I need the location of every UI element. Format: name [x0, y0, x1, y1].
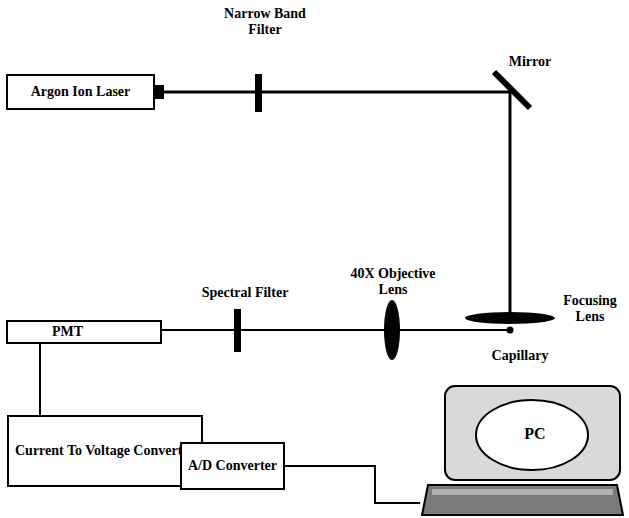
objective-lens [384, 300, 400, 360]
node-text: Current To Voltage Converter [15, 443, 195, 459]
base-trim [432, 489, 613, 495]
computer: PC [420, 385, 625, 516]
narrow-band-filter [255, 74, 262, 112]
signal-wire [285, 466, 420, 503]
computer-base [422, 485, 623, 515]
component-label: Narrow Band Filter [215, 6, 315, 38]
focusing-lens [465, 312, 555, 324]
node-text: PC [448, 425, 623, 443]
node-text: PMT [52, 324, 83, 340]
laser-box: Argon Ion Laser [6, 74, 155, 110]
converter-box: Current To Voltage Converter [7, 415, 203, 487]
pmt-box: PMT [6, 320, 162, 344]
mirror [494, 72, 530, 108]
computer-outline [420, 385, 625, 516]
adc-box: A/D Converter [180, 442, 285, 490]
capillary [507, 327, 514, 334]
laser-beam [163, 91, 512, 94]
component-label: 40X Objective Lens [345, 266, 441, 298]
node-text: A/D Converter [188, 458, 277, 474]
component-label: Spectral Filter [190, 285, 300, 301]
component-label: Mirror [500, 54, 560, 70]
component-label: Capillary [482, 348, 558, 364]
signal-wire [39, 344, 41, 415]
emission-path [162, 329, 510, 331]
spectral-filter [234, 309, 241, 352]
laser-aperture [155, 85, 164, 99]
laser-beam [509, 92, 512, 318]
node-text: Argon Ion Laser [31, 84, 131, 100]
component-label: Focusing Lens [556, 293, 624, 325]
